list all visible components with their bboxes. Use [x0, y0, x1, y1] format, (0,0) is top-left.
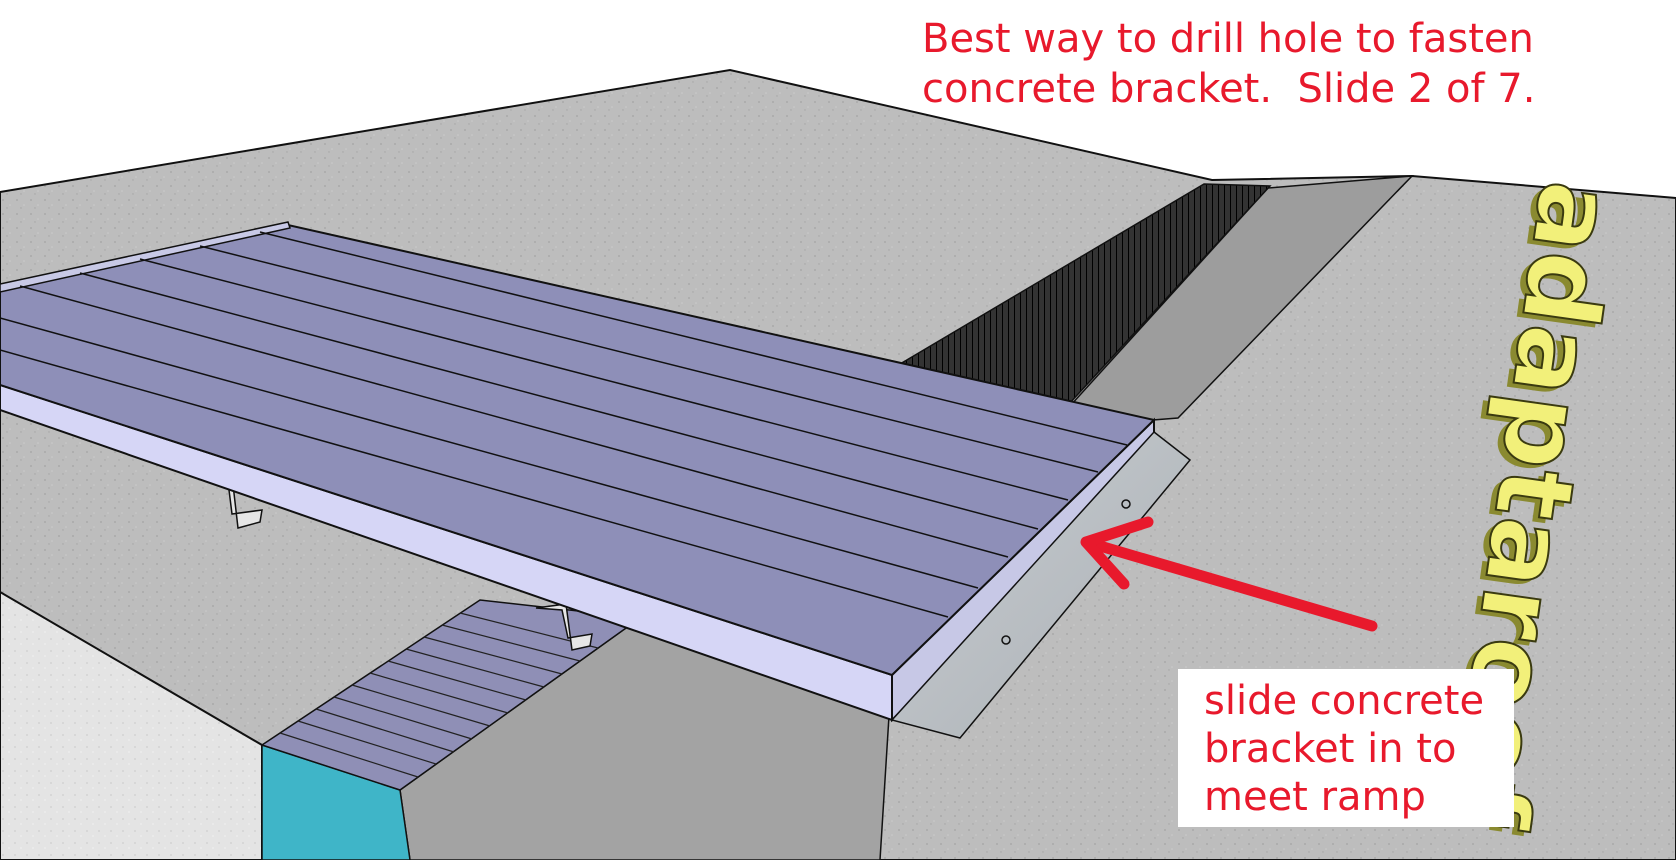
bracket-hole-lower: [1001, 635, 1011, 645]
slide-title: Best way to drill hole to fasten concret…: [922, 14, 1642, 114]
callout-box: slide concrete bracket in to meet ramp: [1178, 669, 1514, 827]
ramp-back-lip: [0, 221, 291, 293]
channel-slats: [279, 612, 599, 778]
callout-line-3: meet ramp: [1204, 774, 1426, 820]
callout-line-2: bracket in to: [1204, 726, 1457, 772]
support-bracket-center: [535, 603, 593, 651]
bracket-hole-upper: [1121, 499, 1131, 509]
concrete-bracket: [890, 430, 1192, 739]
slide-title-line-2: concrete bracket. Slide 2 of 7.: [922, 66, 1536, 112]
red-arrow: [1080, 516, 1378, 632]
concrete-strip-right: [1048, 175, 1414, 429]
concrete-slab-face: [0, 590, 263, 860]
callout-line-1: slide concrete: [1204, 678, 1485, 724]
slide-title-line-1: Best way to drill hole to fasten: [922, 16, 1534, 62]
ramp-plank-lines: [0, 231, 1128, 618]
